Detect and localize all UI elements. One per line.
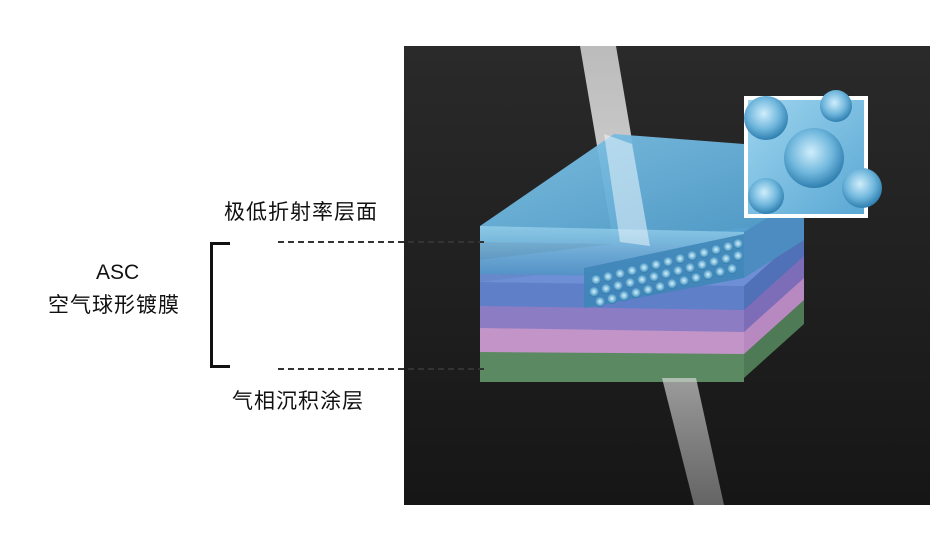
- light-beam-outgoing: [662, 378, 724, 505]
- coating-bracket: [210, 242, 230, 368]
- lens-coating-illustration: [480, 46, 882, 505]
- zoom-callout: [744, 90, 882, 218]
- coating-description: 空气球形镀膜: [48, 293, 180, 317]
- bottom-layer-label: 气相沉积涂层: [232, 389, 364, 413]
- top-layer-leader-line: [278, 241, 484, 243]
- asc-coating-layer: [480, 134, 804, 246]
- coating-name: ASC: [96, 261, 140, 284]
- bottom-layer-leader-line: [278, 368, 484, 370]
- top-layer-label: 极低折射率层面: [224, 200, 378, 224]
